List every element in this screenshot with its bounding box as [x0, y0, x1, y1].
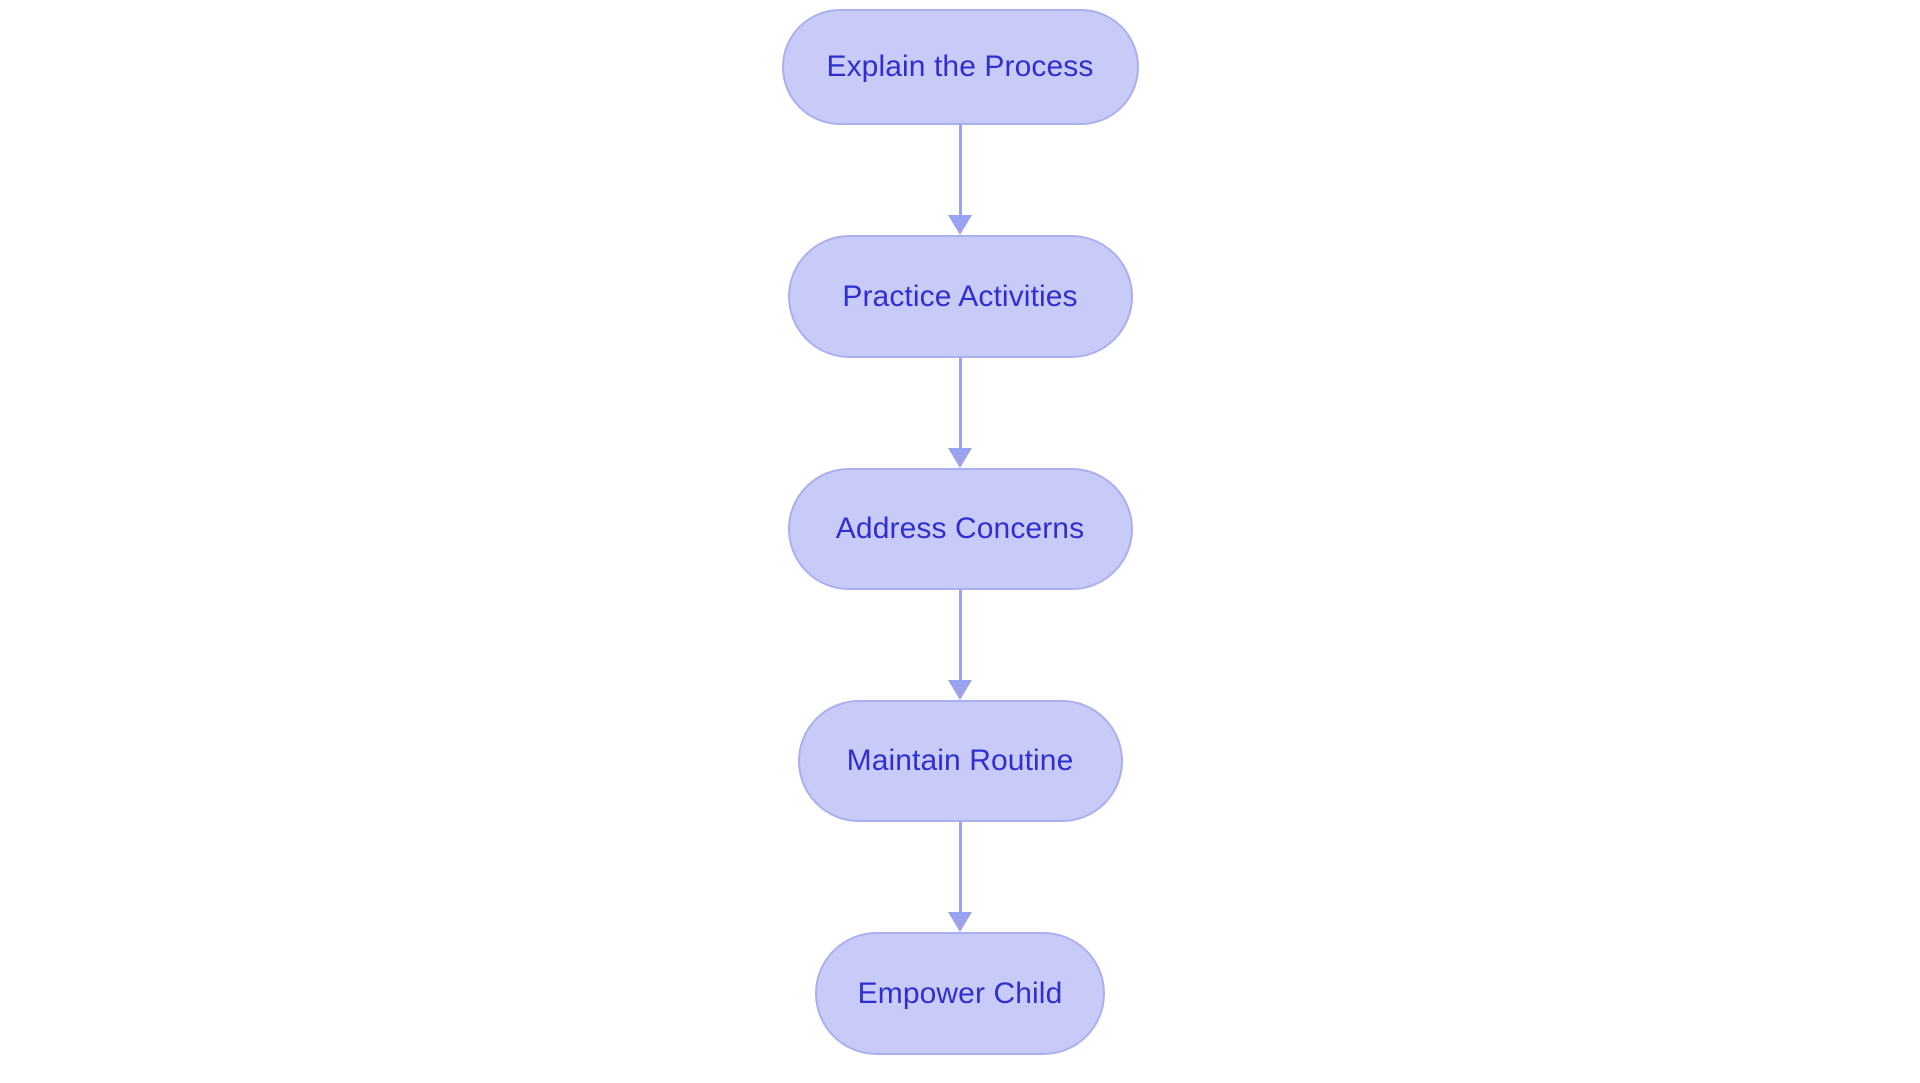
arrow-down-icon: [948, 215, 972, 235]
flow-edge-n3-to-n4: [947, 590, 973, 700]
flow-edge-n2-to-n3: [947, 358, 973, 468]
flow-node-empower-child[interactable]: Empower Child: [815, 932, 1105, 1055]
flow-node-label: Address Concerns: [835, 512, 1085, 545]
flow-edge-n4-to-n5: [947, 822, 973, 932]
edge-line: [958, 125, 962, 215]
arrow-down-icon: [948, 680, 972, 700]
edge-line: [958, 590, 962, 680]
flow-node-practice-activities[interactable]: Practice Activities: [787, 235, 1133, 358]
arrow-down-icon: [948, 448, 972, 468]
edge-line: [958, 822, 962, 912]
flow-node-label: Practice Activities: [842, 279, 1078, 313]
edge-line: [958, 358, 962, 448]
flow-node-label: Empower Child: [857, 976, 1063, 1010]
flow-node-explain-the-process[interactable]: Explain the Process: [781, 9, 1139, 125]
flow-node-label: Maintain Routine: [846, 744, 1074, 777]
flow-node-address-concerns[interactable]: Address Concerns: [787, 468, 1133, 590]
flow-node-maintain-routine[interactable]: Maintain Routine: [797, 700, 1123, 822]
arrow-down-icon: [948, 912, 972, 932]
flow-node-label: Explain the Process: [826, 50, 1094, 83]
flow-edge-n1-to-n2: [947, 125, 973, 235]
